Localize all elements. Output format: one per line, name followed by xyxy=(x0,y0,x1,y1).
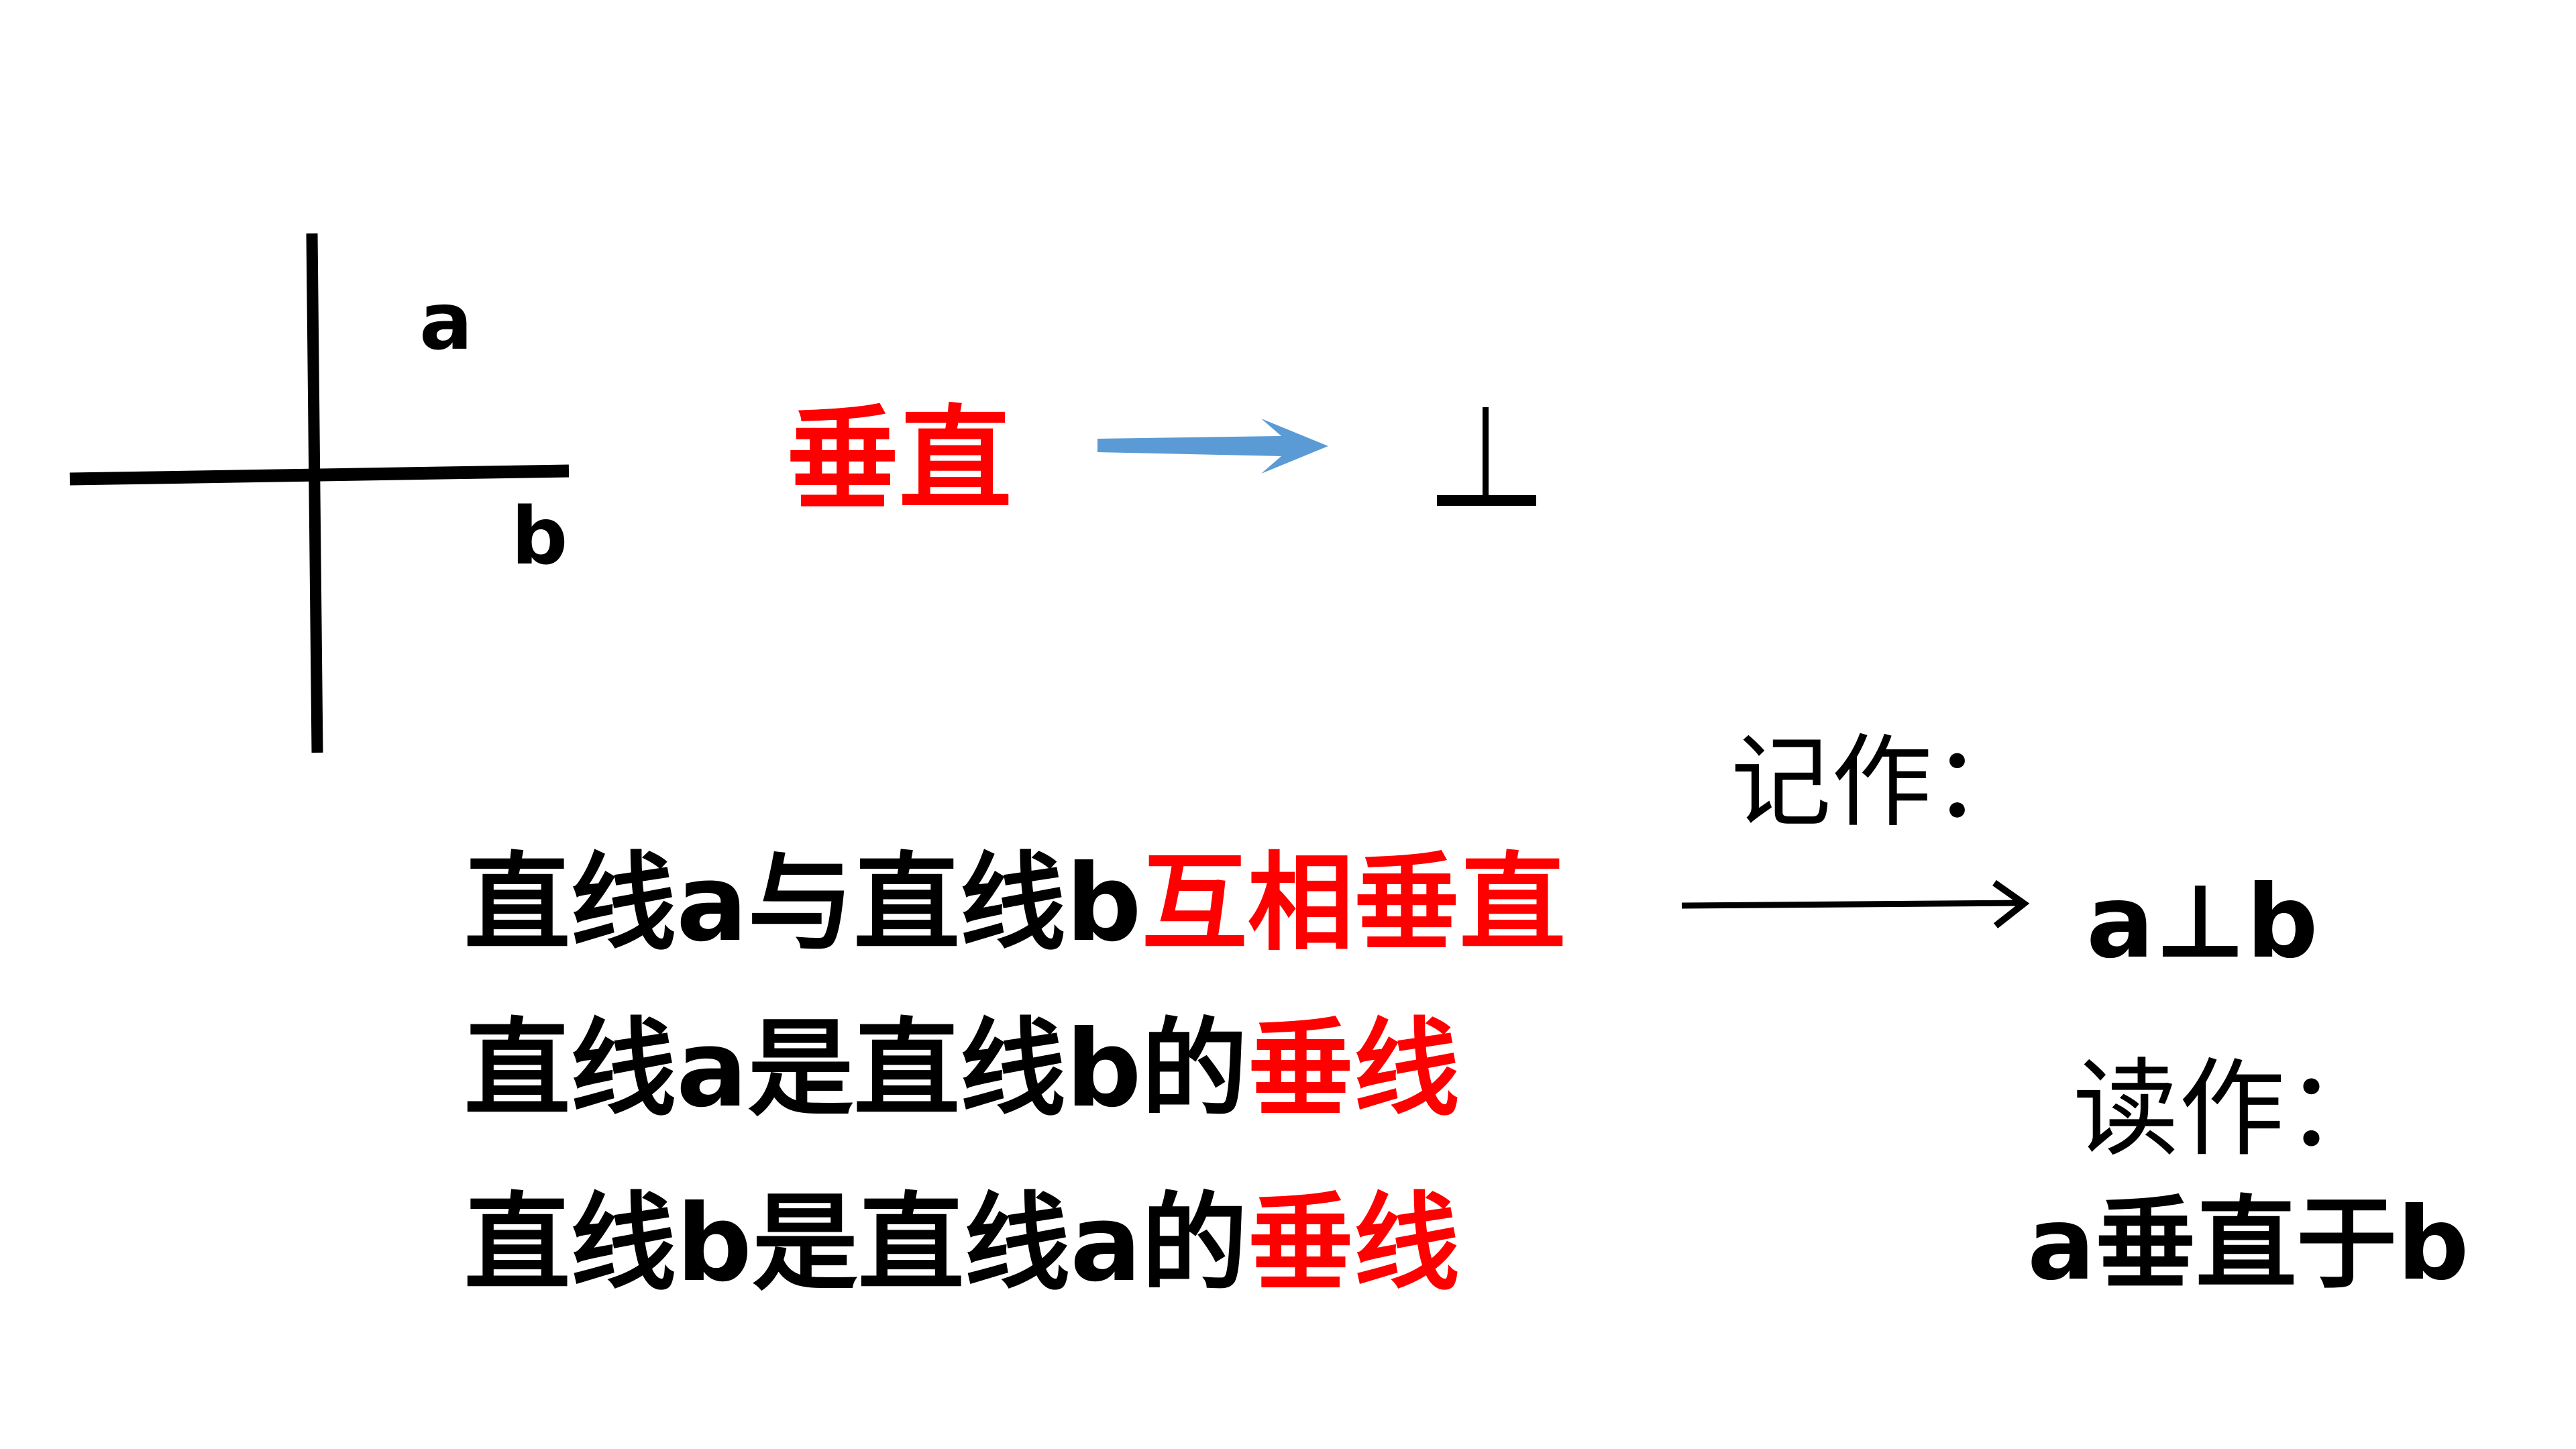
read-value: a垂直于b xyxy=(2027,1186,2469,1303)
highlight-perpendicular-line: 垂线 xyxy=(1247,1182,1460,1305)
statement-1: 直线a与直线b互相垂直 xyxy=(464,842,1566,965)
line-b-label: b xyxy=(511,490,568,582)
statement-2: 直线a是直线b的垂线 xyxy=(464,1008,1460,1131)
read-as-label: 读作： xyxy=(2073,1048,2391,1171)
write-as-label: 记作： xyxy=(1731,724,2033,841)
line-a-label: a xyxy=(419,275,473,368)
statement-3: 直线b是直线a的垂线 xyxy=(464,1182,1460,1305)
highlight-mutually-perpendicular: 互相垂直 xyxy=(1141,842,1566,965)
blue-arrow-icon xyxy=(1097,419,1328,474)
perpendicular-lines-icon xyxy=(69,233,570,753)
notation-value: a⊥b xyxy=(2086,864,2318,981)
highlight-perpendicular-line: 垂线 xyxy=(1247,1008,1460,1131)
black-arrow-icon xyxy=(1681,879,2030,928)
perpendicular-term: 垂直 xyxy=(786,392,1012,525)
perpendicular-symbol-icon xyxy=(1437,407,1536,506)
